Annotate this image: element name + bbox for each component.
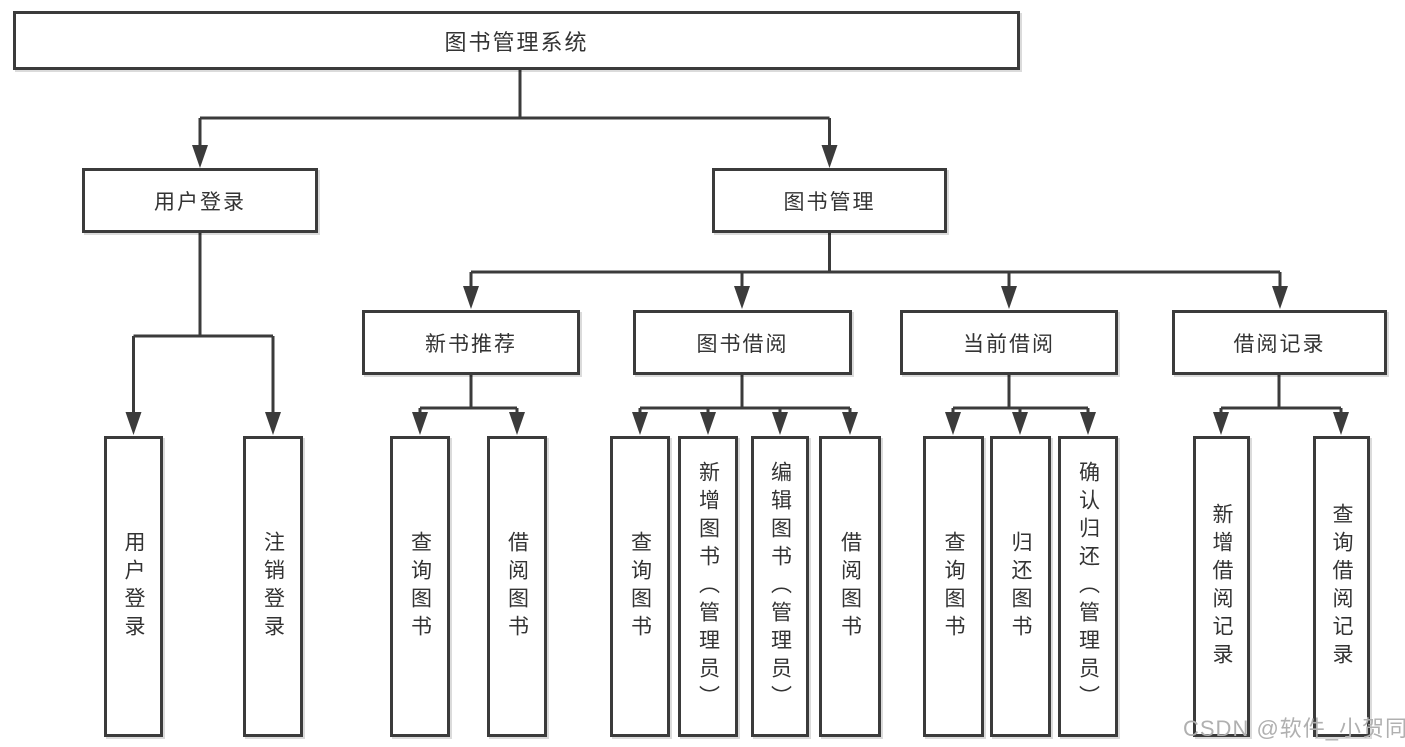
node-current-borrow-label: 当前借阅 <box>963 332 1055 356</box>
node-borrow-records: 借阅记录 <box>1172 310 1387 375</box>
leaf-query-books-book-borrow-label: 查询图书 <box>628 530 652 643</box>
leaf-confirm-return-admin-label: 确认归还（管理员） <box>1076 460 1100 713</box>
leaf-user-login-label: 用户登录 <box>122 530 145 643</box>
node-book-management-label: 图书管理 <box>783 190 876 214</box>
node-root-label: 图书管理系统 <box>444 29 589 55</box>
node-book-management: 图书管理 <box>712 168 947 233</box>
node-user-login: 用户登录 <box>82 168 318 233</box>
leaf-logout: 注销登录 <box>243 436 303 737</box>
leaf-query-books-book-borrow: 查询图书 <box>610 436 670 737</box>
connector-current-borrow-to-leaves <box>945 375 1096 435</box>
node-new-book-recommend-label: 新书推荐 <box>425 332 517 356</box>
leaf-add-books-admin-label: 新增图书（管理员） <box>696 460 720 713</box>
leaf-logout-label: 注销登录 <box>261 530 285 643</box>
leaf-confirm-return-admin: 确认归还（管理员） <box>1058 436 1118 737</box>
leaf-edit-books-admin: 编辑图书（管理员） <box>751 436 809 737</box>
leaf-return-books: 归还图书 <box>990 436 1051 737</box>
leaf-user-login: 用户登录 <box>104 436 163 737</box>
leaf-query-borrow-record-label: 查询借阅记录 <box>1330 502 1353 671</box>
leaf-add-borrow-record: 新增借阅记录 <box>1193 436 1250 737</box>
connector-book-borrow-to-leaves <box>632 375 858 435</box>
node-borrow-records-label: 借阅记录 <box>1233 332 1326 356</box>
node-user-login-label: 用户登录 <box>154 190 246 214</box>
leaf-query-borrow-record: 查询借阅记录 <box>1313 436 1370 737</box>
connector-user-login-to-leaves <box>125 233 281 435</box>
connector-root-to-level2 <box>192 70 838 168</box>
leaf-query-books-current-borrow: 查询图书 <box>923 436 984 737</box>
leaf-borrow-books-book-borrow: 借阅图书 <box>819 436 881 737</box>
leaf-add-books-admin: 新增图书（管理员） <box>678 436 738 737</box>
node-book-borrow: 图书借阅 <box>633 310 852 375</box>
leaf-query-books-new-book-label: 查询图书 <box>408 530 432 643</box>
connector-new-book-recommend-to-leaves <box>412 375 525 435</box>
leaf-return-books-label: 归还图书 <box>1009 530 1032 643</box>
leaf-borrow-books-new-book-label: 借阅图书 <box>505 530 529 643</box>
connector-book-management-to-level3 <box>463 233 1288 309</box>
leaf-query-books-current-borrow-label: 查询图书 <box>942 530 965 643</box>
leaf-borrow-books-new-book: 借阅图书 <box>487 436 547 737</box>
node-book-borrow-label: 图书借阅 <box>696 332 789 356</box>
node-current-borrow: 当前借阅 <box>900 310 1118 375</box>
leaf-borrow-books-book-borrow-label: 借阅图书 <box>838 530 862 643</box>
node-root: 图书管理系统 <box>13 11 1020 70</box>
watermark: CSDN @软件_小贺同学 <box>1183 716 1405 741</box>
connector-borrow-records-to-leaves <box>1213 375 1349 435</box>
leaf-query-books-new-book: 查询图书 <box>390 436 450 737</box>
node-new-book-recommend: 新书推荐 <box>362 310 580 375</box>
leaf-add-borrow-record-label: 新增借阅记录 <box>1210 502 1233 671</box>
leaf-edit-books-admin-label: 编辑图书（管理员） <box>768 460 792 713</box>
